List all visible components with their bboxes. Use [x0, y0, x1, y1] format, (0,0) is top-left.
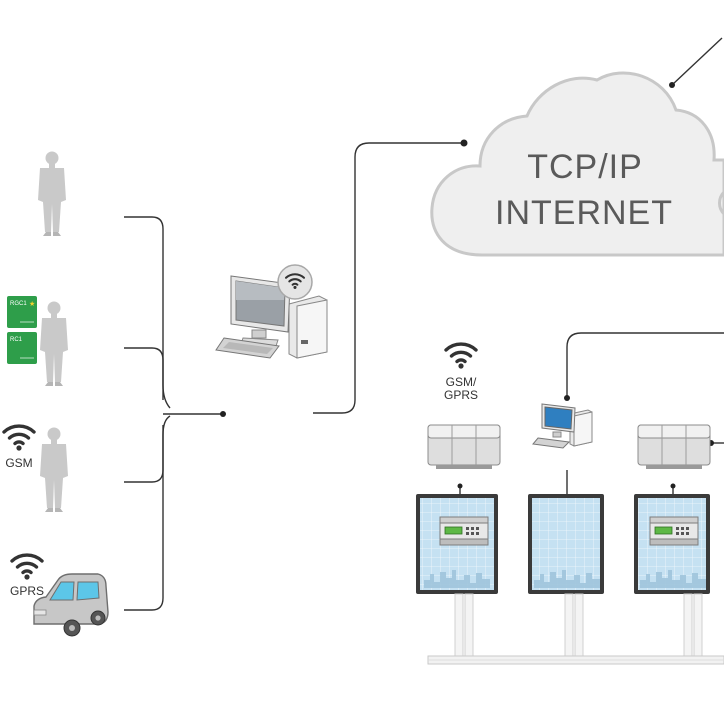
tower-unit [288, 295, 328, 359]
access-cards: RGC1 ★ RC1 [7, 296, 37, 364]
access-card-rgc1 [7, 296, 37, 328]
facade-panel-center [528, 494, 604, 657]
bracket-user-1 [124, 216, 171, 409]
control-module [439, 516, 489, 546]
card-label-rc1: RC1 [10, 337, 23, 343]
bracket-user-4 [124, 415, 171, 611]
gsm-gprs-label-line1: GSM/ [446, 375, 477, 389]
connection-lines [124, 37, 724, 611]
site-pc-line [566, 332, 724, 398]
gsm-gprs-modem: GSM/ GPRS [444, 342, 478, 402]
gsm-label: GSM [5, 456, 32, 470]
monitor [230, 275, 291, 347]
wifi-badge [277, 264, 313, 300]
facade-panel-left [416, 494, 498, 657]
wifi-icon [444, 342, 478, 371]
keyboard [215, 337, 280, 359]
controller-unit-right [637, 424, 711, 470]
user-standing-1 [38, 151, 66, 236]
access-card-rc1 [7, 332, 37, 364]
control-module [649, 516, 699, 546]
wifi-icon [10, 553, 44, 582]
site-computer [532, 403, 593, 449]
star-icon: ★ [29, 300, 35, 308]
pc-to-cloud-line [313, 142, 464, 414]
gprs-label: GPRS [10, 584, 44, 598]
gsm-user: GSM [2, 424, 68, 512]
car-icon [33, 573, 109, 637]
card-label-rgc1: RGC1 [10, 301, 27, 307]
facade-panel-right [634, 494, 710, 657]
cloud-label-line2: INTERNET [495, 194, 673, 232]
central-computer [215, 264, 328, 359]
ground-rail [427, 655, 724, 665]
internet-cloud: TCP/IP INTERNET [430, 71, 724, 257]
user-standing-3 [40, 427, 68, 512]
wifi-icon [2, 424, 36, 453]
cloud-uplink-line [671, 37, 723, 86]
cloud-label-line1: TCP/IP [527, 148, 643, 186]
gsm-gprs-label-line2: GPRS [444, 388, 478, 402]
controller-unit-left [427, 424, 501, 470]
bracket-user-3 [124, 425, 164, 483]
gprs-vehicle: GPRS [10, 553, 109, 637]
user-standing-2 [40, 301, 68, 386]
bracket-user-2 [124, 347, 164, 400]
